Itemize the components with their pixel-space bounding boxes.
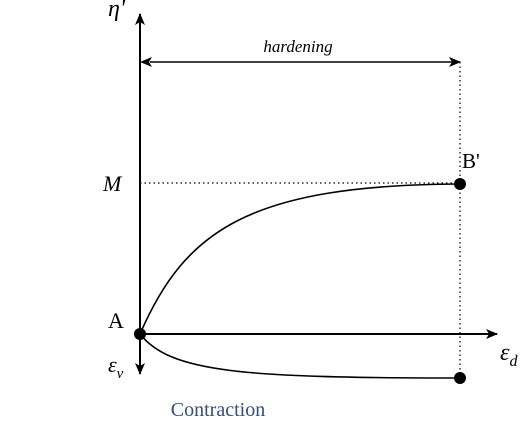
contraction-curve [139,333,461,379]
volumetric-strain-label-main: ε [108,352,117,377]
volumetric-strain-label-subscript: v [117,366,124,382]
y-axis-label: η' [108,0,126,22]
end-point-label-b-prime: B' [462,149,480,173]
volumetric-strain-label: εv [108,352,124,382]
x-axis-label-subscript: d [509,353,518,370]
range-label-hardening: hardening [263,37,332,56]
origin-point-a [134,328,146,340]
hardening-arrow-left-head [140,57,152,67]
stress-ratio-curve [139,183,461,335]
end-point-b-prime [454,178,466,190]
x-axis-label-main: ε [500,340,510,366]
x-axis-label: εd [500,340,518,370]
origin-label-a: A [108,308,124,333]
caption-contraction: Contraction [171,399,265,421]
contraction-end-point [454,372,466,384]
level-label-m: M [102,171,123,196]
